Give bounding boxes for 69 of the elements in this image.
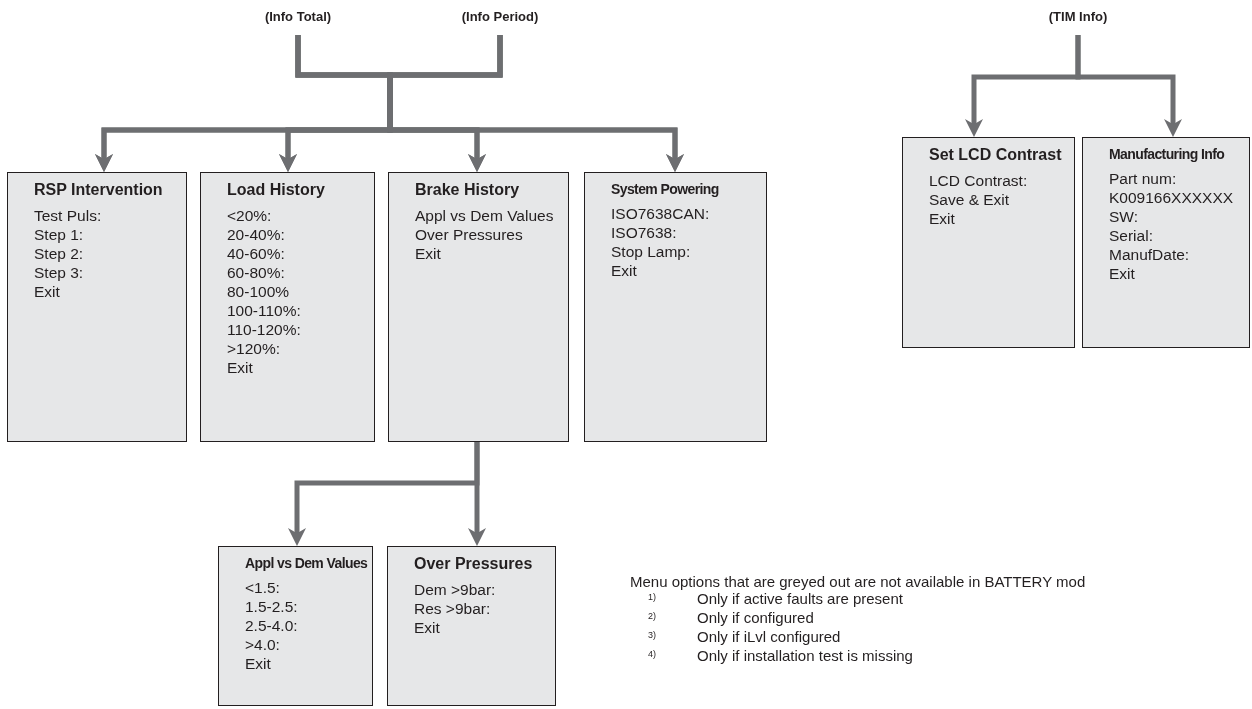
menu-item: 60-80%: (227, 263, 285, 282)
menu-item: <1.5: (245, 578, 280, 597)
menu-title: Manufacturing Info (1109, 146, 1225, 162)
menu-box (584, 172, 767, 442)
menu-item: Over Pressures (415, 225, 523, 244)
menu-item: Exit (245, 654, 271, 673)
menu-item: 20-40%: (227, 225, 285, 244)
menu-item: Serial: (1109, 226, 1153, 245)
menu-item: Exit (929, 209, 955, 228)
menu-item: 40-60%: (227, 244, 285, 263)
menu-box (200, 172, 375, 442)
menu-item: >4.0: (245, 635, 280, 654)
menu-box (902, 137, 1075, 348)
arrow (1075, 35, 1182, 138)
menu-item: Res >9bar: (414, 599, 491, 618)
menu-item: 110-120%: (227, 320, 301, 339)
menu-item: 80-100% (227, 282, 290, 301)
menu-item: ManufDate: (1109, 245, 1190, 264)
menu-item: Exit (34, 282, 60, 301)
menu-item: Exit (611, 261, 637, 280)
menu-item: SW: (1109, 207, 1138, 226)
menu-item: Exit (227, 358, 253, 377)
menu-item: 2.5-4.0: (245, 616, 298, 635)
menu-item: Appl vs Dem Values (415, 206, 554, 225)
menu-title: RSP Intervention (34, 181, 163, 199)
arrow (468, 442, 486, 547)
menu-title: Set LCD Contrast (929, 146, 1062, 164)
footnote-text: Only if configured (697, 609, 814, 626)
menu-box (388, 172, 569, 442)
menu-item: Step 2: (34, 244, 84, 263)
footnote-number: 3) (648, 630, 656, 640)
menu-item: Part num: (1109, 169, 1177, 188)
footnote-text: Only if iLvl configured (697, 628, 841, 645)
menu-item: 1.5-2.5: (245, 597, 298, 616)
menu-item: ISO7638CAN: (611, 204, 710, 223)
menu-item: Test Puls: (34, 206, 102, 225)
note-text: Menu options that are greyed out are not available in BATTERY mod (630, 573, 1086, 590)
menu-box (1082, 137, 1250, 348)
footnote-number: 1) (648, 592, 656, 602)
menu-label: (Info Total) (245, 8, 351, 26)
menu-label: (TIM Info) (1036, 8, 1120, 26)
menu-title: Brake History (415, 181, 520, 199)
menu-box (7, 172, 187, 442)
menu-title: Appl vs Dem Values (245, 555, 368, 571)
footnote-text: Only if installation test is missing (697, 647, 913, 664)
menu-item: Exit (414, 618, 440, 637)
menu-item: >120%: (227, 339, 280, 358)
menu-item: ISO7638: (611, 223, 677, 242)
menu-title: Load History (227, 181, 325, 199)
arrow (387, 35, 684, 173)
menu-item: Step 3: (34, 263, 84, 282)
menu-title: System Powering (611, 181, 719, 197)
menu-box (387, 546, 556, 706)
menu-item: Step 1: (34, 225, 84, 244)
menu-item: Exit (415, 244, 441, 263)
footnote-text: Only if active faults are present (697, 590, 903, 607)
menu-item: Exit (1109, 264, 1135, 283)
menu-item: LCD Contrast: (929, 171, 1028, 190)
menu-item: 100-110%: (227, 301, 301, 320)
menu-title: Over Pressures (414, 555, 533, 573)
menu-item: Stop Lamp: (611, 242, 691, 261)
menu-label: (Info Period) (444, 8, 556, 26)
menu-item: <20%: (227, 206, 272, 225)
footnote-number: 2) (648, 611, 656, 621)
footnote-number: 4) (648, 649, 656, 659)
menu-item: Save & Exit (929, 190, 1010, 209)
menu-item: K009166XXXXXX (1109, 188, 1234, 207)
menu-box (218, 546, 373, 706)
menu-item: Dem >9bar: (414, 580, 496, 599)
